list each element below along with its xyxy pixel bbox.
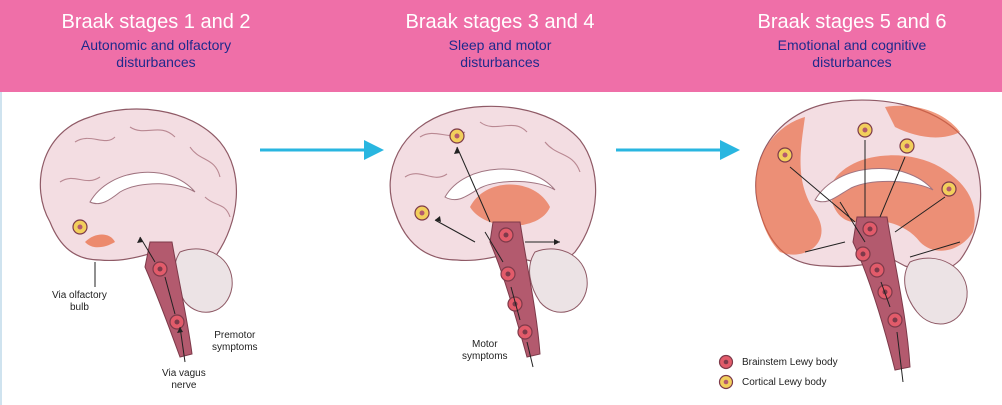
legend-item-brainstem: Brainstem Lewy body [718,352,838,372]
legend-label: Brainstem Lewy body [742,357,838,368]
label-line: bulb [52,302,107,314]
stage-3-4-heading: Braak stages 3 and 4 Sleep and motor dis… [350,10,650,71]
brain-stage-1-2 [20,92,250,405]
stage-subtitle-line1: Sleep and motor [350,37,650,54]
cerebellum [530,249,588,312]
cerebellum [905,258,968,324]
stage-5-6-heading: Braak stages 5 and 6 Emotional and cogni… [702,10,1002,71]
stage-title: Braak stages 5 and 6 [702,10,1002,34]
stage-1-2-heading: Braak stages 1 and 2 Autonomic and olfac… [6,10,306,71]
stage-subtitle-line2: disturbances [702,54,1002,71]
stage-subtitle-line1: Autonomic and olfactory [6,37,306,54]
brainstem-lewy-body-icon [718,354,734,370]
label-line: Via olfactory [52,290,107,302]
label-line: Via vagus [162,368,206,380]
legend: Brainstem Lewy body Cortical Lewy body [718,352,838,392]
legend-item-cortical: Cortical Lewy body [718,372,838,392]
label-motor-symptoms: Motor symptoms [462,339,508,363]
progression-arrow-2 [614,135,742,165]
label-line: Premotor [212,330,258,342]
label-line: symptoms [462,351,508,363]
label-line: Motor [462,339,508,351]
label-line: symptoms [212,342,258,354]
progression-arrow-1 [258,135,386,165]
stage-title: Braak stages 3 and 4 [350,10,650,34]
stage-title: Braak stages 1 and 2 [6,10,306,34]
stage-subtitle-line1: Emotional and cognitive [702,37,1002,54]
stage-subtitle-line2: disturbances [350,54,650,71]
label-line: nerve [162,380,206,392]
cortical-lewy-body-icon [718,374,734,390]
label-vagus-nerve: Via vagus nerve [162,368,206,392]
label-premotor-symptoms: Premotor symptoms [212,330,258,354]
cerebrum [40,109,236,267]
panel-edge [0,92,2,405]
stage-subtitle-line2: disturbances [6,54,306,71]
label-olfactory-bulb: Via olfactory bulb [52,290,107,314]
legend-label: Cortical Lewy body [742,377,826,388]
